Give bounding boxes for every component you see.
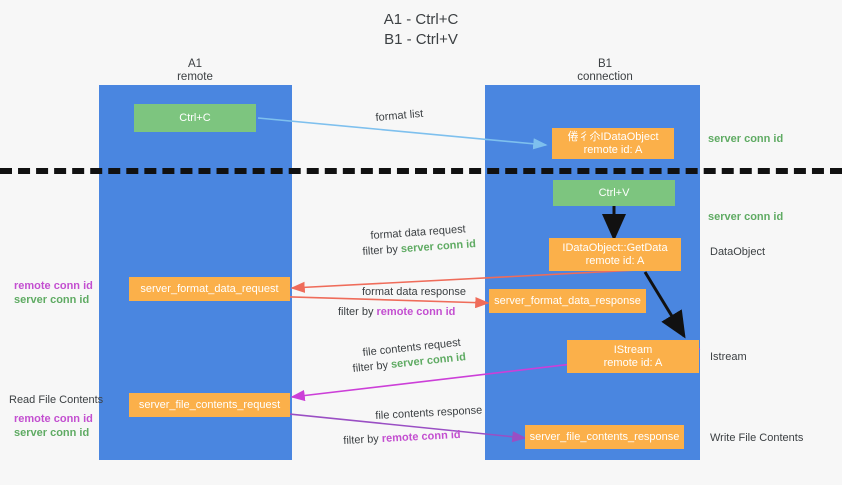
filter-value-server-conn-id: server conn id (400, 238, 477, 256)
edge-label-file-contents-response-filter: filter by remote conn id (343, 428, 461, 448)
node-idataobject[interactable]: 倦彳尒IDataObject remote id: A (552, 128, 674, 159)
node-idataobject-title: 倦彳尒IDataObject (567, 130, 659, 143)
label-remote-conn-id-2: remote conn id (14, 413, 93, 425)
phase-divider (0, 168, 842, 174)
label-server-conn-id-2: server conn id (14, 427, 90, 439)
title-line-1: A1 - Ctrl+C (383, 11, 459, 28)
edge-label-file-contents-response: file contents response (375, 404, 483, 422)
label-dataobject: DataObject (710, 246, 766, 258)
label-istream: Istream (710, 351, 747, 363)
column-a1-sub: remote (177, 71, 213, 83)
node-istream-sub: remote id: A (603, 356, 663, 369)
node-ctrl-v[interactable]: Ctrl+V (553, 180, 675, 206)
column-header-a1: A1 remote (130, 58, 260, 84)
page-title: A1 - Ctrl+C B1 - Ctrl+V (0, 10, 842, 50)
node-server-file-contents-request-label: server_file_contents_request (138, 398, 281, 411)
node-server-format-data-request-label: server_format_data_request (140, 282, 279, 295)
label-server-conn-id-top: server conn id (708, 133, 784, 145)
node-server-file-contents-response[interactable]: server_file_contents_response (525, 425, 684, 449)
title-line-2: B1 - Ctrl+V (384, 31, 458, 48)
column-b1-sub: connection (577, 71, 633, 83)
filter-value-remote-conn-id: remote conn id (376, 306, 456, 318)
column-header-b1: B1 connection (540, 58, 670, 84)
edge-label-format-data-response-filter: filter by remote conn id (338, 305, 455, 319)
node-getdata-sub: remote id: A (585, 254, 645, 267)
edge-label-format-data-response: format data response (362, 286, 466, 298)
label-read-file-contents: Read File Contents (9, 394, 104, 406)
label-remote-conn-id-1: remote conn id (14, 280, 93, 292)
node-ctrl-c[interactable]: Ctrl+C (134, 104, 256, 132)
edge-label-format-list: format list (375, 107, 424, 124)
node-idataobject-sub: remote id: A (583, 143, 643, 156)
node-ctrl-v-label: Ctrl+V (598, 186, 630, 199)
node-server-format-data-response-label: server_format_data_response (494, 294, 641, 307)
node-server-format-data-response[interactable]: server_format_data_response (489, 289, 646, 313)
node-server-file-contents-request[interactable]: server_file_contents_request (129, 393, 290, 417)
column-b1-name: B1 (597, 58, 613, 70)
node-ctrl-c-label: Ctrl+C (179, 111, 211, 124)
filter-prefix: filter by (362, 243, 402, 258)
filter-prefix: filter by (338, 306, 377, 318)
filter-value-remote-conn-id: remote conn id (381, 428, 461, 445)
column-a1-name: A1 (187, 58, 203, 70)
label-write-file-contents: Write File Contents (710, 432, 804, 444)
node-getdata-title: IDataObject::GetData (562, 241, 668, 254)
label-server-conn-id-1: server conn id (14, 294, 90, 306)
filter-prefix: filter by (343, 432, 383, 447)
node-istream[interactable]: IStream remote id: A (567, 340, 699, 373)
node-istream-title: IStream (613, 343, 653, 356)
node-server-file-contents-response-label: server_file_contents_response (529, 430, 680, 443)
node-server-format-data-request[interactable]: server_format_data_request (129, 277, 290, 301)
filter-prefix: filter by (352, 358, 392, 375)
label-server-conn-id-mid: server conn id (708, 211, 784, 223)
node-getdata[interactable]: IDataObject::GetData remote id: A (549, 238, 681, 271)
